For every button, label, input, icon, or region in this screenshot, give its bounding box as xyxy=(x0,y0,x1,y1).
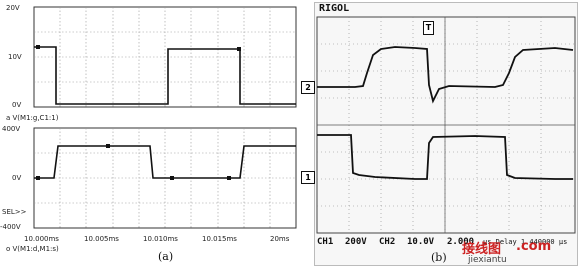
status-ch2-scale: 10.0V xyxy=(407,237,435,247)
caption-a: (a) xyxy=(158,250,174,263)
drain-source-trace xyxy=(34,145,296,179)
ch2-marker: 2 xyxy=(301,81,315,94)
xtick-10-005ms: 10.005ms xyxy=(84,235,119,243)
panel-b-oscilloscope: RIGOL T 2 1 CH1 200V CH2 10.0V 2.000 µs … xyxy=(301,2,578,266)
status-ch2: CH2 xyxy=(379,237,396,247)
watermark: jiexiantu xyxy=(468,255,507,265)
xtick-10-010ms: 10.010ms xyxy=(143,235,178,243)
xtick-10-000ms: 10.000ms xyxy=(24,235,59,243)
trigger-marker: T xyxy=(423,21,434,35)
top-ytick-0v: 0V xyxy=(12,101,22,109)
bottom-ytick-400v: 400V xyxy=(2,125,21,133)
rigol-brand: RIGOL xyxy=(319,3,350,14)
xtick-10-015ms: 10.015ms xyxy=(202,235,237,243)
sel-label: SEL>> xyxy=(2,208,27,216)
watermark-top: 接线图 xyxy=(462,242,502,257)
ch2-marker-label: 2 xyxy=(305,83,311,92)
bottom-ytick-0v: 0V xyxy=(12,174,22,182)
top-ytick-10v: 10V xyxy=(8,53,22,61)
status-ch1: CH1 xyxy=(317,237,334,247)
panel-a-plots xyxy=(33,6,297,229)
status-timebase: 2.000 xyxy=(447,237,475,247)
ch2-trace xyxy=(317,46,574,104)
caption-b: (b) xyxy=(431,251,447,264)
watermark-com: .com xyxy=(516,239,552,254)
bottom-ytick-neg400v: -400V xyxy=(0,223,21,231)
ch1-marker: 1 xyxy=(301,171,315,184)
scope-screen xyxy=(315,16,577,234)
top-trace-label: a V(M1:g,C1:1) xyxy=(6,114,59,122)
xtick-20ms: 20ms xyxy=(270,235,290,243)
status-ch1-scale: 200V xyxy=(345,237,367,247)
gate-drive-trace xyxy=(34,46,296,105)
trace-markers xyxy=(36,45,241,180)
trigger-marker-label: T xyxy=(425,23,432,32)
ch1-trace xyxy=(317,134,573,180)
status-delay: µs Delay 1.440000 µs xyxy=(483,238,568,246)
top-plot-grid xyxy=(34,7,296,107)
bottom-trace-label: o V(M1:d,M1:s) xyxy=(6,245,59,253)
ch1-marker-label: 1 xyxy=(305,173,311,182)
top-ytick-20v: 20V xyxy=(6,4,20,12)
status-bar: CH1 200V CH2 10.0V 2.000 µs Delay 1.4400… xyxy=(317,237,575,251)
